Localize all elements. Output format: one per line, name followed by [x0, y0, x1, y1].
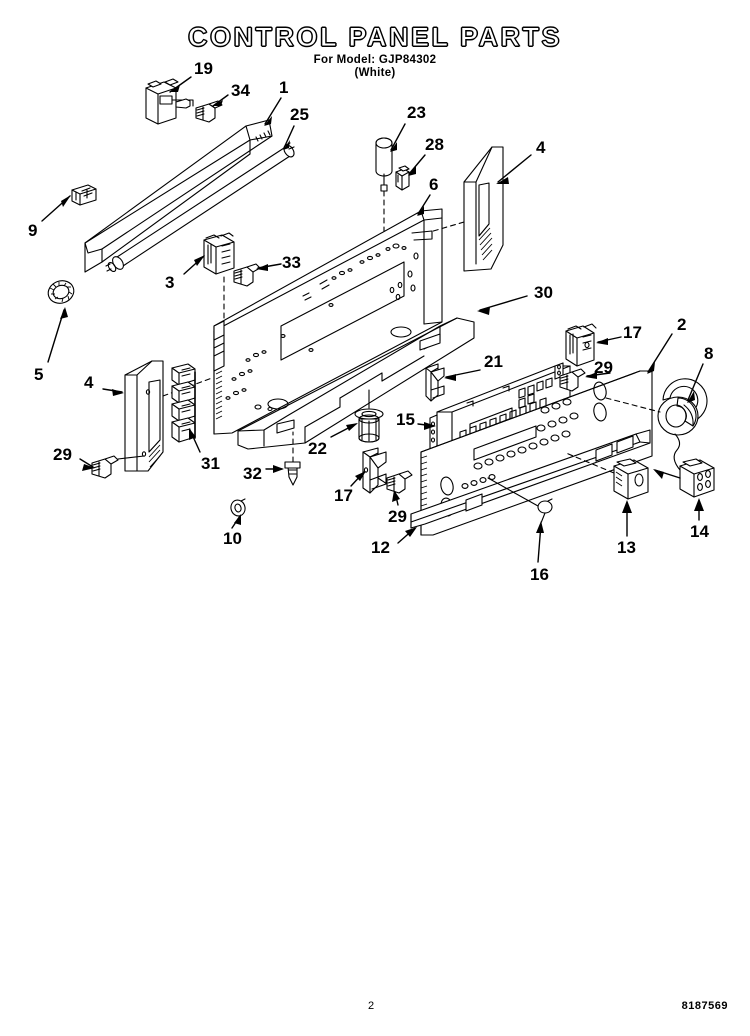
- part-28-clip: [396, 166, 409, 190]
- leader-29-left: [80, 459, 95, 471]
- part-14-switch-receptacle: [674, 434, 714, 497]
- callout-number: 4: [84, 373, 94, 392]
- leader-31: [189, 428, 200, 452]
- leader-8: [687, 364, 703, 403]
- callout-number: 31: [201, 454, 220, 473]
- callout-number: 32: [243, 464, 262, 483]
- part-4-end-cap-left: [125, 361, 163, 471]
- leader-13: [622, 500, 632, 536]
- part-21-panel-clip: [426, 364, 444, 401]
- callout-number: 6: [429, 175, 439, 194]
- leader-15: [418, 422, 436, 430]
- callout-number: 25: [290, 105, 309, 124]
- part-32-screw: [285, 462, 300, 485]
- leader-25: [283, 126, 294, 150]
- model-label: For Model: GJP84302: [313, 54, 437, 66]
- callout-number: 13: [617, 538, 636, 557]
- page-number: 2: [368, 1000, 375, 1012]
- part-22-grommet: [355, 409, 383, 442]
- callout-number: 5: [34, 365, 44, 384]
- part-31-harness-connectors: [172, 364, 195, 442]
- part-9-clip: [72, 185, 96, 205]
- part-16-push-pin: [538, 499, 552, 523]
- leader-19: [170, 77, 191, 92]
- callout-number: 1: [279, 78, 289, 97]
- leader-32: [266, 465, 284, 473]
- leader-10: [232, 514, 241, 528]
- callout-number: 29: [388, 507, 407, 526]
- leader-3: [184, 255, 205, 274]
- leader-4-left: [103, 389, 124, 396]
- part-23-capacitor: [376, 138, 392, 191]
- part-10-washer: [229, 498, 247, 517]
- part-5-lock-nut: [45, 277, 77, 307]
- part-29-screw-left: [92, 456, 118, 478]
- callout-number: 4: [536, 138, 546, 157]
- callout-number: 15: [396, 410, 415, 429]
- leader-12: [398, 527, 417, 543]
- leader-5: [48, 307, 68, 362]
- leader-30: [477, 296, 527, 315]
- sheet-number: 8187569: [681, 1000, 728, 1012]
- callout-number: 9: [28, 221, 38, 240]
- part-15-control-board: [430, 363, 570, 451]
- leader-6: [417, 195, 430, 216]
- part-13-switch: [614, 459, 648, 499]
- part-12-lower-rail: [411, 430, 650, 528]
- leader-16: [536, 521, 544, 562]
- leader-23: [390, 124, 405, 152]
- page-title: CONTROL PANEL PARTS: [187, 22, 563, 53]
- part-6-chassis-rear-panel: [214, 209, 442, 434]
- callout-number: 19: [194, 59, 213, 78]
- callout-number: 12: [371, 538, 390, 557]
- leader-4-right: [496, 155, 531, 184]
- callout-number: 21: [484, 352, 503, 371]
- leader-14-link: [653, 469, 680, 479]
- leader-17-lower: [351, 471, 366, 486]
- callout-number: 17: [623, 323, 642, 342]
- leader-21: [444, 370, 480, 381]
- part-3-lamp-holder: [204, 233, 234, 274]
- leader-14: [694, 498, 704, 520]
- part-29-screw-right: [560, 369, 585, 391]
- leader-22: [331, 423, 358, 437]
- callout-number: 3: [165, 273, 175, 292]
- title-block: CONTROL PANEL PARTS For Model: GJP84302 …: [0, 22, 750, 80]
- callout-number: 30: [534, 283, 553, 302]
- callout-number: 33: [282, 253, 301, 272]
- part-17-terminal-block: [566, 324, 596, 366]
- leader-29-right: [585, 372, 610, 379]
- callout-number: 17: [334, 486, 353, 505]
- part-1-trim-rail: [85, 120, 272, 272]
- callout-number: 34: [231, 81, 250, 100]
- part-30-chassis-shelf: [238, 318, 474, 449]
- part-33-screw: [234, 264, 260, 286]
- callout-number: 23: [407, 103, 426, 122]
- leader-17-upper: [596, 337, 621, 345]
- page-footer: 2 8187569: [0, 1000, 750, 1020]
- leader-1: [264, 98, 281, 126]
- callout-number: 28: [425, 135, 444, 154]
- leader-29-center: [392, 490, 400, 505]
- callout-number: 29: [594, 358, 613, 377]
- part-17-mounting-bracket: [363, 448, 386, 493]
- color-label: (White): [354, 67, 396, 79]
- leader-33: [256, 264, 281, 271]
- callout-number: 16: [530, 565, 549, 584]
- leader-2: [647, 334, 672, 374]
- callout-number: 14: [690, 522, 709, 541]
- part-8-selector-knob: [658, 379, 707, 435]
- callout-number: 22: [308, 439, 327, 458]
- leader-28: [408, 155, 425, 176]
- part-29-screw-center: [387, 471, 412, 493]
- leader-34: [213, 95, 228, 106]
- part-4-end-cap-right: [464, 147, 503, 271]
- callout-number: 10: [223, 529, 242, 548]
- callout-number: 2: [677, 315, 687, 334]
- callout-number: 29: [53, 445, 72, 464]
- callout-number: 8: [704, 344, 714, 363]
- part-19-switch-bracket: [146, 79, 193, 124]
- leader-9: [42, 195, 71, 221]
